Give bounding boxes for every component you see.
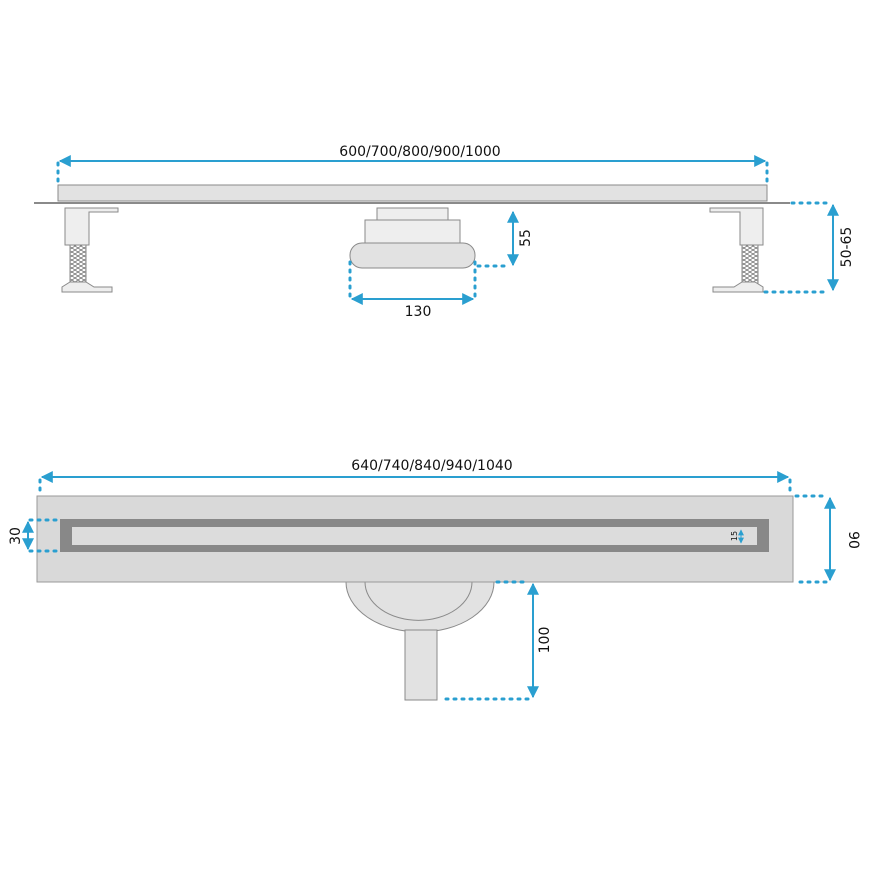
outlet-funnel xyxy=(345,581,495,701)
drain-width-label: 130 xyxy=(405,304,432,320)
outlet-length-label: 100 xyxy=(537,627,553,654)
drain-height-label: 55 xyxy=(518,229,534,247)
body-width-label: 90 xyxy=(845,531,861,549)
slot-width-label: 30 xyxy=(8,527,24,545)
drain-channel xyxy=(57,184,768,202)
drain-trap xyxy=(349,207,476,269)
outlet-pipe xyxy=(404,629,438,701)
left-adjustable-foot xyxy=(61,207,119,293)
right-adjustable-foot xyxy=(709,207,764,293)
length-label: 600/700/800/900/1000 xyxy=(339,144,500,160)
leg-height-label: 50-65 xyxy=(839,227,855,268)
length-label: 640/740/840/940/1040 xyxy=(351,458,512,474)
plan-view: 640/740/840/940/1040 30 15 90 100 xyxy=(8,458,861,701)
grate-slot xyxy=(72,527,757,545)
inner-slot-label: 15 xyxy=(730,531,739,541)
side-view: 600/700/800/900/1000 130 55 xyxy=(34,144,855,320)
